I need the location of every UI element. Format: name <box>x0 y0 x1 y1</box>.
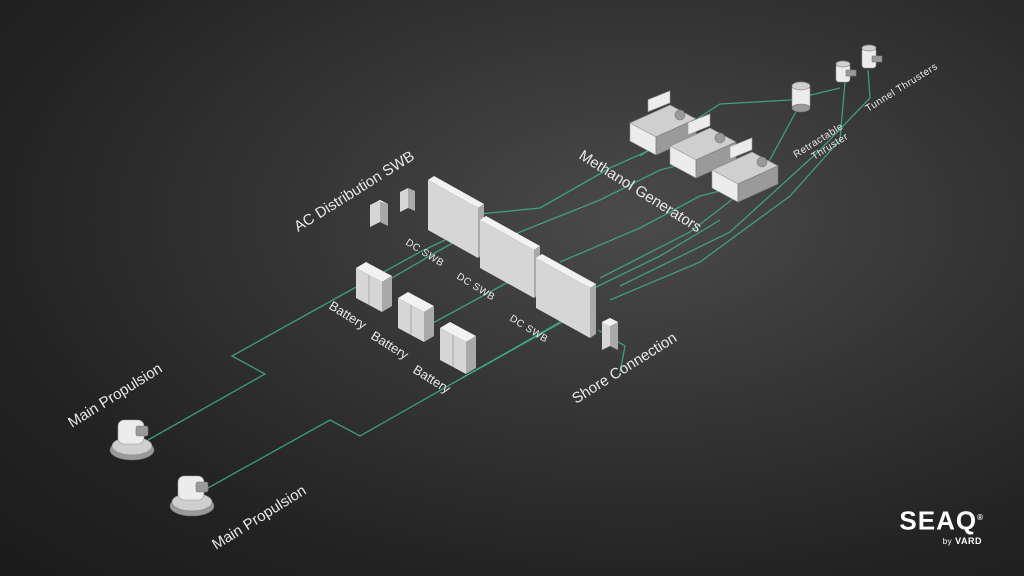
ac-distribution-units <box>370 188 415 227</box>
battery-label-1: Battery <box>326 298 369 333</box>
shore-connection-label: Shore Connection <box>569 329 680 407</box>
battery-label-2: Battery <box>368 328 411 363</box>
retractable-thruster <box>791 81 811 113</box>
cable-main-propulsion-1 <box>147 227 471 441</box>
shore-connection-box <box>602 318 618 350</box>
brand-name-text: SEAQ <box>899 506 978 536</box>
cable-tunnel-thruster-1 <box>609 81 846 301</box>
switchboards <box>428 176 596 338</box>
main-propulsion-label-1: Main Propulsion <box>65 360 165 431</box>
dc-swb-label-2: DC SWB <box>454 271 496 303</box>
brand-name: SEAQ® <box>899 505 984 534</box>
battery-unit-1 <box>356 262 392 312</box>
main-propulsion-label-2: Main Propulsion <box>209 482 309 553</box>
cable-network <box>147 69 871 489</box>
generator-3 <box>711 137 779 203</box>
tunnel-thrusters-label: Tunnel Thrusters <box>864 61 940 114</box>
tunnel-thruster-2 <box>861 44 883 69</box>
switchboard-3 <box>536 254 596 338</box>
ac-unit-2 <box>400 188 415 212</box>
generator-2 <box>669 113 737 179</box>
generator-1 <box>629 90 697 156</box>
ac-unit-1 <box>370 200 388 227</box>
battery-unit-3 <box>440 322 476 374</box>
cable-gen-1 <box>469 149 651 216</box>
battery-label-3: Battery <box>410 362 453 397</box>
registered-mark: ® <box>977 513 984 523</box>
brand-byline: by VARD <box>899 536 982 546</box>
battery-unit-2 <box>398 292 434 342</box>
cable-tunnel-thruster-2 <box>619 69 871 287</box>
switchboard-1 <box>428 176 484 258</box>
seaq-logo: SEAQ® by VARD <box>899 505 984 546</box>
ac-distribution-swb-label: AC Distribution SWB <box>291 148 417 236</box>
batteries <box>356 262 476 374</box>
cable-gen-4 <box>589 219 721 291</box>
main-propulsion-motor-2 <box>169 475 215 517</box>
main-propulsion-motor-1 <box>109 419 155 461</box>
methanol-generators <box>629 90 779 203</box>
tunnel-thruster-1 <box>835 60 857 83</box>
brand-by-text: by <box>942 537 953 546</box>
brand-maker-text: VARD <box>955 536 982 546</box>
cable-retractable-thruster <box>599 107 799 279</box>
